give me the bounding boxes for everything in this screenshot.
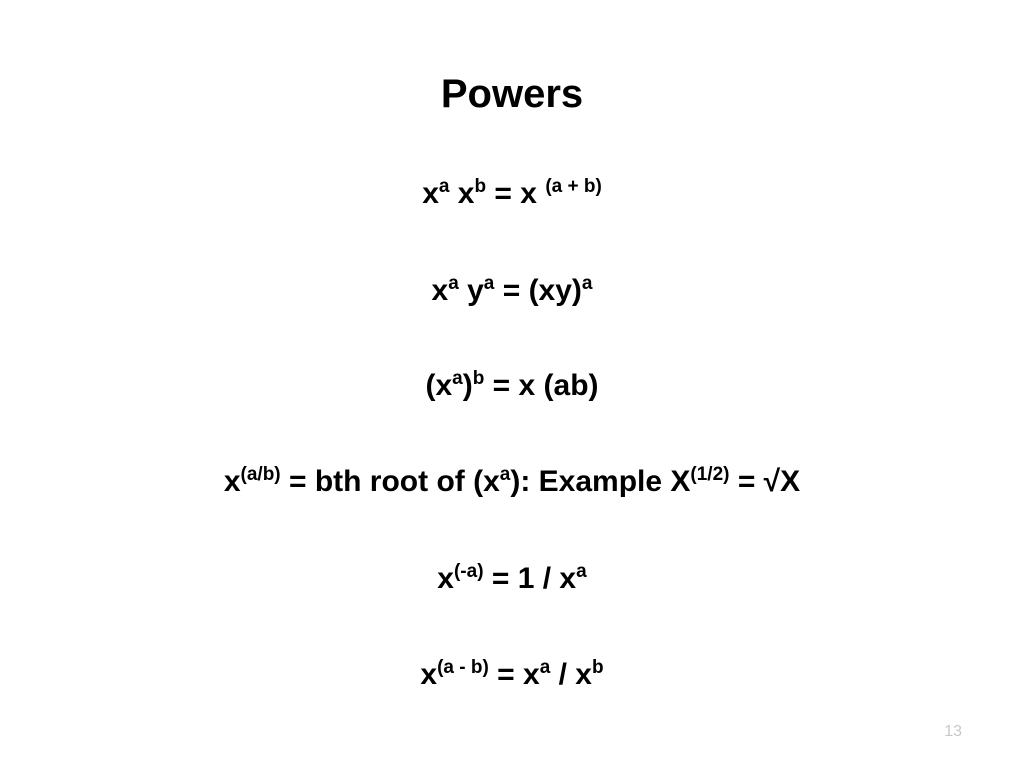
eq-text: = bth root of (x (280, 465, 500, 498)
eq-exponent: a (581, 273, 593, 294)
equation-product-rule: xa xb = x (a + b) (0, 174, 1024, 214)
eq-exponent: (a/b) (240, 464, 281, 485)
eq-exponent: a (499, 464, 511, 485)
eq-text: x (449, 177, 475, 210)
eq-exponent: (a + b) (545, 176, 602, 197)
eq-exponent: (-a) (453, 561, 484, 582)
eq-text: = √X (729, 465, 801, 498)
eq-text: = (xy) (494, 274, 582, 307)
slide-title: Powers (440, 72, 584, 116)
eq-text: x (420, 658, 438, 691)
eq-text: / x (550, 658, 592, 691)
equation-power-of-power: (xa)b = x (ab) (0, 366, 1024, 406)
eq-text: x (223, 465, 241, 498)
eq-text: x (431, 274, 449, 307)
eq-exponent: a (438, 176, 450, 197)
eq-exponent: a (448, 273, 459, 294)
eq-text: x (437, 562, 454, 595)
eq-exponent: (a - b) (437, 657, 489, 678)
eq-text: x (422, 177, 439, 210)
eq-text: (x (425, 369, 453, 402)
eq-text: = x (486, 177, 546, 210)
slide-page-number: 13 (944, 723, 962, 740)
eq-exponent: (1/2) (690, 464, 730, 485)
equation-power-of-product: xa ya = (xy)a (0, 271, 1024, 311)
equation-quotient-rule: x(a - b) = xa / xb (0, 655, 1024, 695)
eq-exponent: b (474, 176, 487, 197)
eq-exponent: b (591, 657, 604, 678)
equation-negative-exponent: x(-a) = 1 / xa (0, 559, 1024, 599)
eq-exponent: a (483, 273, 495, 294)
eq-text: y (458, 274, 484, 307)
eq-text: = x (488, 658, 540, 691)
eq-text: = x (ab) (484, 369, 599, 402)
eq-exponent: a (539, 657, 551, 678)
eq-exponent: b (472, 368, 485, 389)
eq-text: = 1 / x (483, 562, 577, 595)
eq-exponent: a (576, 561, 587, 582)
eq-text: ): Example X (510, 465, 691, 498)
equation-fractional-exponent: x(a/b) = bth root of (xa): Example X(1/2… (0, 462, 1024, 502)
eq-exponent: a (452, 368, 463, 389)
eq-text: ) (462, 369, 473, 402)
